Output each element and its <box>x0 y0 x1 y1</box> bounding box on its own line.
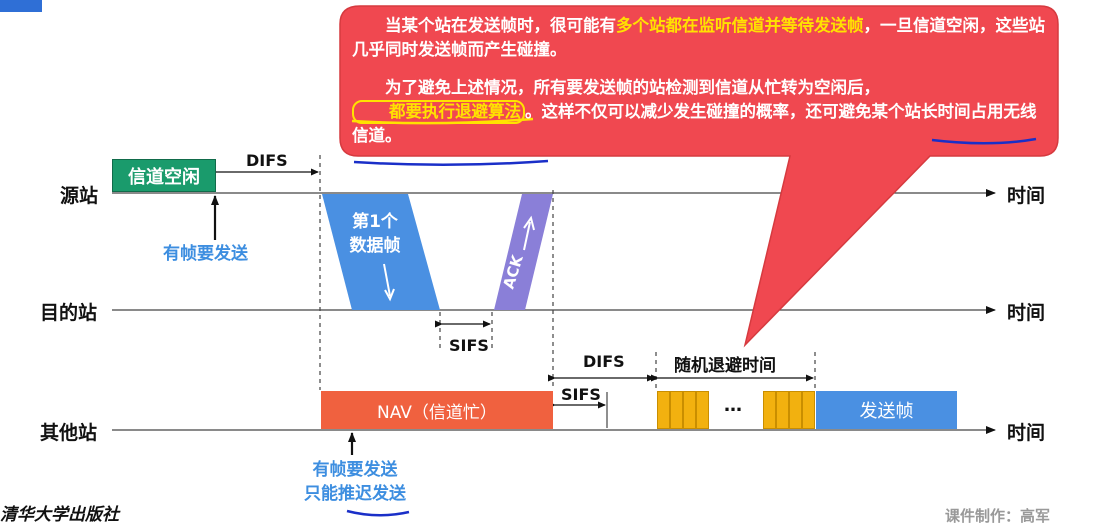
callout-p2-rest: 。这样不仅可以减少发生碰撞的概率，还可避免某个站长时间占用无线信道。 <box>352 102 1037 145</box>
other-station-label: 其他站 <box>40 422 98 444</box>
callout-p2-text: 为了避免上述情况，所有要发送帧的站检测到信道从忙转为空闲后， <box>385 78 880 97</box>
backoff-label: 随机退避时间 <box>674 356 776 376</box>
dest-station-label: 目的站 <box>40 302 98 324</box>
other-sifs-label: SIFS <box>561 385 601 404</box>
source-station-label: 源站 <box>60 185 99 207</box>
callout-p2-highlight: 都要执行退避算法 <box>352 100 525 124</box>
ack-shape <box>494 194 553 310</box>
dest-sifs-label: SIFS <box>449 336 489 355</box>
other-defer-note: 有帧要发送 只能推迟发送 <box>300 458 410 506</box>
data-frame-line1: 第1个 <box>352 212 398 232</box>
callout-paragraph-2: 为了避免上述情况，所有要发送帧的站检测到信道从忙转为空闲后， 都要执行退避算法。这… <box>352 76 1047 148</box>
send-frame-box: 发送帧 <box>816 391 957 429</box>
other-note-line2: 只能推迟发送 <box>304 484 406 504</box>
source-difs-label: DIFS <box>246 151 288 170</box>
backoff-slots-left <box>657 391 709 429</box>
callout-paragraph-1: 当某个站在发送帧时，很可能有多个站都在监听信道并等待发送帧，一旦信道空闲，这些站… <box>352 14 1047 62</box>
other-note-line1: 有帧要发送 <box>312 460 398 480</box>
data-frame-shape <box>322 194 440 310</box>
corner-tab <box>0 0 42 12</box>
backoff-ellipsis: … <box>724 395 742 416</box>
source-want-send-note: 有帧要发送 <box>163 244 248 264</box>
data-frame-line2: 数据帧 <box>349 236 401 256</box>
data-frame-label: 第1个 数据帧 <box>336 210 414 258</box>
nav-box: NAV（信道忙） <box>321 391 553 429</box>
source-time-label: 时间 <box>1007 185 1046 207</box>
callout-text: 当某个站在发送帧时，很可能有多个站都在监听信道并等待发送帧，一旦信道空闲，这些站… <box>352 14 1047 148</box>
channel-idle-box: 信道空闲 <box>112 159 216 192</box>
callout-p1-rest: ，一旦信道空闲，这些站几乎同时发送帧而产生碰撞。 <box>352 16 1045 59</box>
other-difs-label: DIFS <box>583 352 625 371</box>
backoff-slots-right <box>763 391 815 429</box>
dest-time-label: 时间 <box>1007 302 1046 324</box>
callout-p1-text: 当某个站在发送帧时，很可能有 <box>385 16 616 35</box>
other-time-label: 时间 <box>1007 422 1046 444</box>
callout-bubble <box>339 5 1059 348</box>
publisher-logo: 清华大学出版社 <box>0 505 119 525</box>
callout-p1-highlight: 多个站都在监听信道并等待发送帧 <box>616 16 864 35</box>
course-credit: 课件制作：高军 <box>945 507 1051 525</box>
